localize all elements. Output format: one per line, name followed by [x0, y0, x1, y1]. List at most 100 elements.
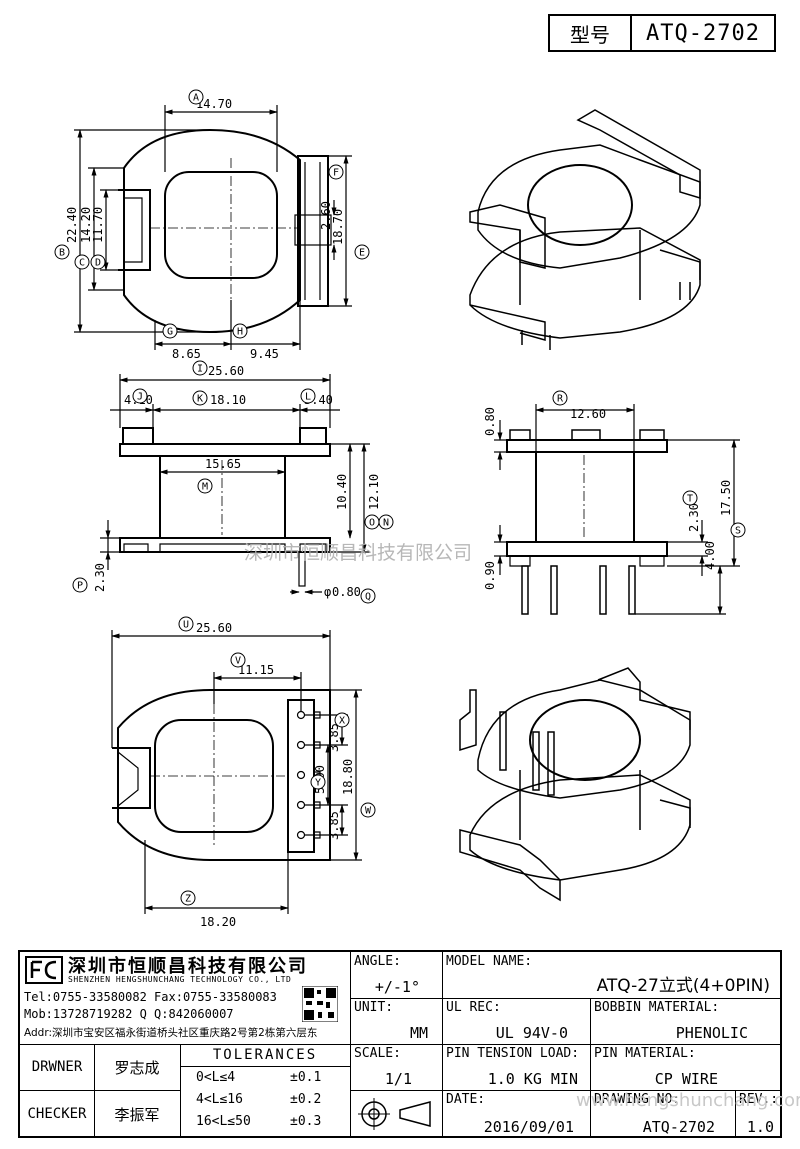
angle-value: +/-1°: [374, 978, 420, 996]
scale-cell: SCALE: 1/1: [350, 1044, 442, 1090]
dim-p-value: 2.30: [93, 563, 107, 592]
pin-tension-label: PIN TENSION LOAD:: [446, 1046, 580, 1061]
dim-b-value: 22.40: [65, 207, 79, 243]
dim-top-thk-value: 0.80: [483, 407, 497, 436]
dim-pin-len-value: 4.00: [703, 541, 717, 570]
dim-marker-letter: S: [735, 526, 741, 537]
date-label: DATE:: [446, 1092, 486, 1107]
bobbin-material-cell: BOBBIN MATERIAL: PHENOLIC: [590, 998, 782, 1044]
dim-marker-letter: M: [202, 482, 208, 493]
dim-marker-circle: [364, 514, 380, 530]
title-block: 深圳市恒顺昌科技有限公司 SHENZHEN HENGSHUNCHANG TECH…: [18, 950, 782, 1138]
dim-marker-circle: [72, 577, 88, 593]
dim-marker-circle: [730, 522, 746, 538]
pin-material-value: CP WIRE: [654, 1070, 718, 1088]
dim-a-value: 14.70: [196, 97, 232, 111]
dim-marker-circle: [74, 254, 90, 270]
dim-marker-circle: [360, 588, 376, 604]
pin-tension-cell: PIN TENSION LOAD: 1.0 KG MIN: [442, 1044, 590, 1090]
dim-q-value: 0.80: [332, 585, 361, 599]
tol-range: 4<L≤16: [196, 1092, 243, 1107]
projection-symbol-icon: [358, 1098, 431, 1130]
dim-marker-circle: [192, 390, 208, 406]
dim-u-value: 25.60: [196, 621, 232, 635]
iso-view-bottom: [459, 667, 691, 902]
dim-marker-letter: D: [95, 258, 101, 269]
dim-e-value: 18.70: [331, 209, 345, 245]
tol-range: 0<L≤4: [196, 1070, 236, 1085]
dim-marker-letter: J: [137, 392, 143, 403]
dim-marker-circle: [334, 712, 350, 728]
top-view: [74, 105, 352, 350]
dim-marker-circle: [360, 802, 376, 818]
model-name-cell: MODEL NAME: ATQ-27立式(4+0PIN): [442, 952, 782, 998]
dim-i-value: 25.60: [208, 364, 244, 378]
dim-o-value: 10.40: [335, 474, 349, 510]
dim-d-value: 11.70: [91, 207, 105, 243]
company-logo-icon: [25, 956, 63, 984]
tol-range: 16<L≤50: [196, 1114, 251, 1129]
angle-cell: ANGLE: +/-1°: [350, 952, 442, 998]
dim-w-value: 18.80: [341, 759, 355, 795]
dim-marker-circle: [552, 390, 568, 406]
watermark-url: www.hengshunchang.com: [576, 1090, 800, 1111]
rev-value: 1.0: [746, 1118, 774, 1136]
dim-marker-letter: W: [365, 806, 372, 817]
dim-h-value: 9.45: [250, 347, 279, 361]
tolerance-table: 0<L≤4 ±0.1 4<L≤16 ±0.2 16<L≤50 ±0.3: [180, 1066, 350, 1138]
dim-q-prefix: φ: [324, 585, 331, 599]
drawing-no-cell: DRAWING NO: ATQ-2702: [590, 1090, 735, 1138]
dim-marker-circle: [90, 254, 106, 270]
dim-x-value: 3.85: [327, 723, 341, 752]
side-view: [494, 404, 740, 615]
dim-n-value: 12.10: [367, 474, 381, 510]
dim-z-value: 18.20: [200, 915, 236, 929]
dim-marker-circle: [192, 360, 208, 376]
dim-t-value: 2.30: [687, 503, 701, 532]
drwner-value: 罗志成: [114, 1058, 160, 1077]
dim-marker-letter: R: [557, 394, 564, 405]
ul-cell: UL REC: UL 94V-0: [442, 998, 590, 1044]
dim-marker-letter: H: [237, 327, 243, 338]
dim-marker-circle: [132, 388, 148, 404]
iso-view-top: [469, 109, 701, 350]
watermark-text: 深圳市恒顺昌科技有限公司: [244, 542, 473, 564]
dim-marker-letter: A: [193, 93, 199, 104]
bottom-view: [111, 630, 362, 914]
tol-value: ±0.3: [290, 1114, 322, 1129]
technical-drawing: 14.70 22.40 14.20 11.70 18.70 2.60 8.65 …: [54, 89, 746, 929]
dim-marker-letter: O: [369, 518, 375, 529]
dim-marker-letter: V: [235, 656, 241, 667]
dim-marker-circle: [180, 890, 196, 906]
dim-marker-circle: [328, 164, 344, 180]
front-view: [100, 374, 370, 595]
bobbin-label: BOBBIN MATERIAL:: [594, 1000, 720, 1015]
dim-marker-circle: [682, 490, 698, 506]
dim-marker-circle: [162, 323, 178, 339]
date-value: 2016/09/01: [483, 1118, 574, 1136]
dim-marker-circle: [54, 244, 70, 260]
pin-material-label: PIN MATERIAL:: [594, 1046, 696, 1061]
dim-marker-circle: [310, 774, 326, 790]
dim-marker-letter: X: [339, 716, 345, 727]
unit-label: UNIT:: [354, 1000, 394, 1015]
dim-marker-letter: K: [197, 394, 203, 405]
pin-tension-value: 1.0 KG MIN: [487, 1070, 578, 1088]
dim-marker-circle: [232, 323, 248, 339]
drwner-label: DRWNER: [31, 1059, 83, 1075]
dim-bot-thk-value: 0.90: [483, 561, 497, 590]
dim-r-value: 12.60: [570, 407, 606, 421]
dim-c-value: 14.20: [79, 207, 93, 243]
company-name-en: SHENZHEN HENGSHUNCHANG TECHNOLOGY CO., L…: [68, 975, 292, 984]
dim-marker-letter: Y: [315, 778, 321, 789]
dim-m-value: 15.65: [205, 457, 241, 471]
dim-marker-letter: B: [59, 248, 65, 259]
bobbin-value: PHENOLIC: [675, 1024, 748, 1042]
dim-marker-letter: G: [167, 327, 173, 338]
model-label: 型号: [550, 16, 632, 50]
ul-value: UL 94V-0: [495, 1024, 568, 1042]
company-mob: Mob:13728719282 Q Q:842060007: [24, 1007, 234, 1021]
dim-g-value: 8.65: [172, 347, 201, 361]
dim-marker-letter: L: [305, 392, 311, 403]
dim-marker-circle: [354, 244, 370, 260]
